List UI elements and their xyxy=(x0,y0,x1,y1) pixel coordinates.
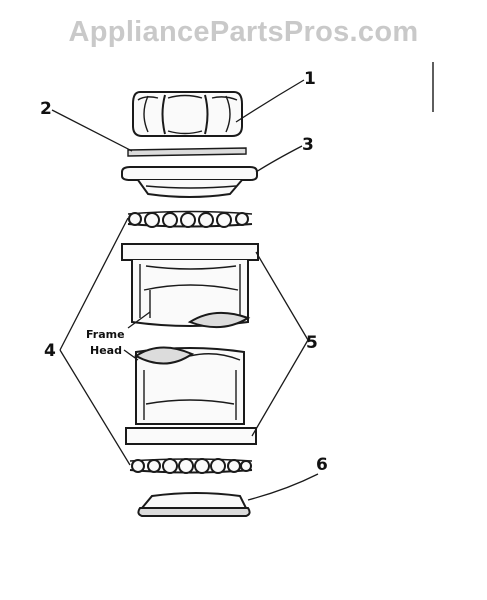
callout-6: 6 xyxy=(316,455,328,475)
bearing-ring-icon xyxy=(127,210,253,228)
upper-cup-icon xyxy=(121,166,258,198)
callout-4: 4 xyxy=(44,341,56,361)
frame-head-label-line1: Frame xyxy=(86,328,125,341)
leader-5-upper xyxy=(255,251,309,341)
frame-head-leader-upper xyxy=(127,311,151,329)
leader-6 xyxy=(247,473,319,501)
washer-icon xyxy=(127,147,247,157)
leader-2 xyxy=(51,109,133,152)
leader-4-upper xyxy=(59,217,129,351)
hex-nut-icon xyxy=(132,91,243,137)
callout-1: 1 xyxy=(304,69,316,89)
lower-race xyxy=(125,346,257,445)
lower-bearing-ring-icon xyxy=(129,458,253,474)
watermark: AppliancePartsPros.com xyxy=(68,16,419,48)
callout-3: 3 xyxy=(302,135,314,155)
leader-4-lower xyxy=(59,349,131,466)
callout-5: 5 xyxy=(306,333,318,353)
frame-head-label-line2: Head xyxy=(90,344,122,357)
leader-5-lower xyxy=(251,339,309,437)
leader-3 xyxy=(255,145,303,173)
bearing-race-icon xyxy=(121,243,259,329)
callout-2: 2 xyxy=(40,99,52,119)
leader-1 xyxy=(235,79,305,123)
frame-head-leader-lower xyxy=(123,349,139,361)
lower-cup-icon xyxy=(137,492,251,517)
leader-lines xyxy=(51,79,319,501)
